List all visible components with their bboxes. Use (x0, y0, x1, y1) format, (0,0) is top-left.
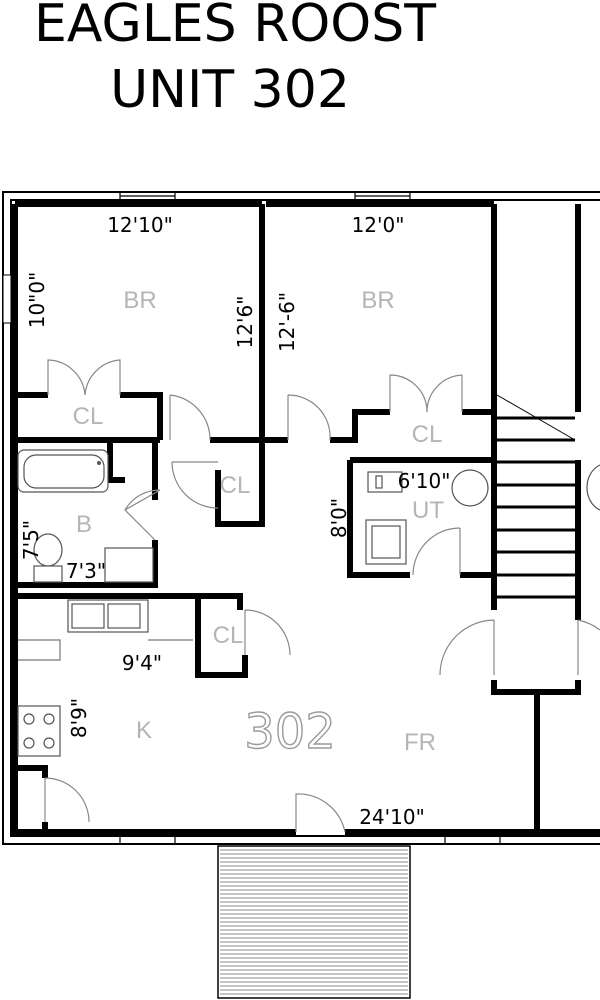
room-label-br2: BR (361, 287, 394, 314)
deck (217, 845, 411, 999)
room-label-bath: B (76, 511, 92, 538)
dim-br2-depth: 12'-6" (275, 292, 299, 352)
fixtures (17, 449, 489, 757)
dim-bath-width: 7'3" (66, 559, 106, 583)
exterior-walls (2, 191, 600, 845)
dim-ut-width: 6'10" (398, 469, 451, 493)
dryer (451, 469, 489, 507)
interior-walls (12, 201, 600, 836)
dim-br1-width: 12'10" (107, 213, 173, 237)
dim-kitchen-depth: 8'9" (67, 698, 91, 738)
dim-br2-width: 12'0" (352, 213, 405, 237)
door-swings (44, 359, 600, 833)
dim-hall: 8'0" (327, 498, 351, 538)
unit-number: 302 (244, 704, 336, 760)
range (17, 705, 61, 757)
dim-br1-depth: 10"0" (25, 272, 49, 329)
dim-fr-width: 24'10" (359, 805, 425, 829)
dim-kitchen-width: 9'4" (122, 651, 162, 675)
dim-br1-side: 12'6" (233, 296, 257, 349)
room-label-cl1: CL (73, 403, 104, 430)
building-title: EAGLES ROOST (34, 0, 436, 54)
room-label-cl2: CL (412, 421, 443, 448)
room-label-cl3: CL (220, 472, 251, 499)
stairs (496, 394, 600, 610)
room-label-family: FR (404, 729, 436, 756)
room-label-cl4: CL (213, 622, 244, 649)
vanity (104, 547, 154, 583)
room-label-br1: BR (123, 287, 156, 314)
room-label-kitchen: K (136, 717, 152, 744)
dim-bath-depth: 7'5" (19, 520, 43, 560)
room-label-utility: UT (412, 497, 444, 524)
unit-title: UNIT 302 (110, 60, 350, 120)
